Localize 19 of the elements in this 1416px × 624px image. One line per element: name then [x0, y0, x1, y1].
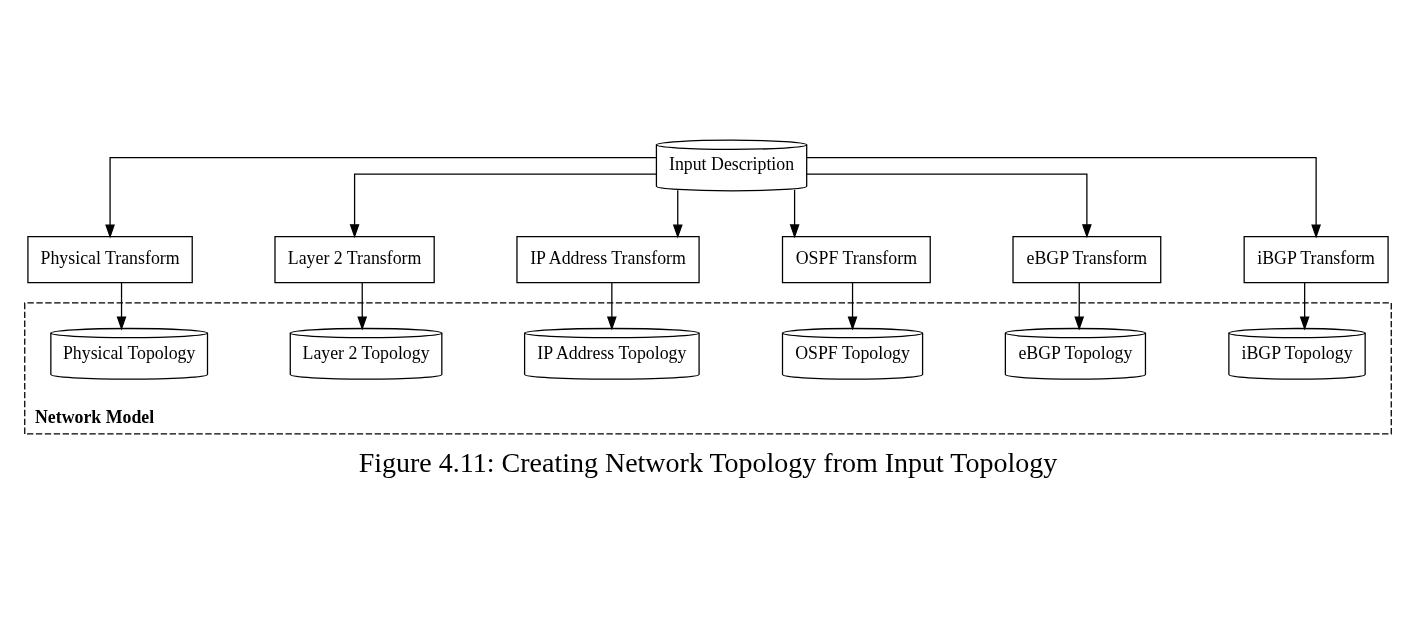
- arrow: [606, 281, 617, 330]
- arrow: [806, 173, 1092, 238]
- node-box: iBGP Transform: [1243, 235, 1389, 283]
- arrow: [806, 156, 1322, 238]
- arrow: [847, 281, 858, 330]
- caption: Figure 4.11: Creating Network Topology from Input Topology: [358, 446, 1058, 478]
- arrow: [789, 188, 800, 238]
- node-box: IP Address Transform: [516, 235, 700, 283]
- arrow: [1074, 281, 1085, 330]
- node-box: OSPF Transform: [781, 235, 931, 283]
- node-box: Physical Transform: [27, 235, 193, 283]
- arrow: [349, 173, 657, 238]
- arrow: [1299, 281, 1310, 330]
- node-box: Layer 2 Transform: [274, 235, 435, 283]
- arrow: [357, 281, 368, 330]
- arrow: [116, 281, 127, 330]
- node-box: eBGP Transform: [1012, 235, 1162, 283]
- arrow: [672, 189, 683, 239]
- arrow: [105, 156, 657, 238]
